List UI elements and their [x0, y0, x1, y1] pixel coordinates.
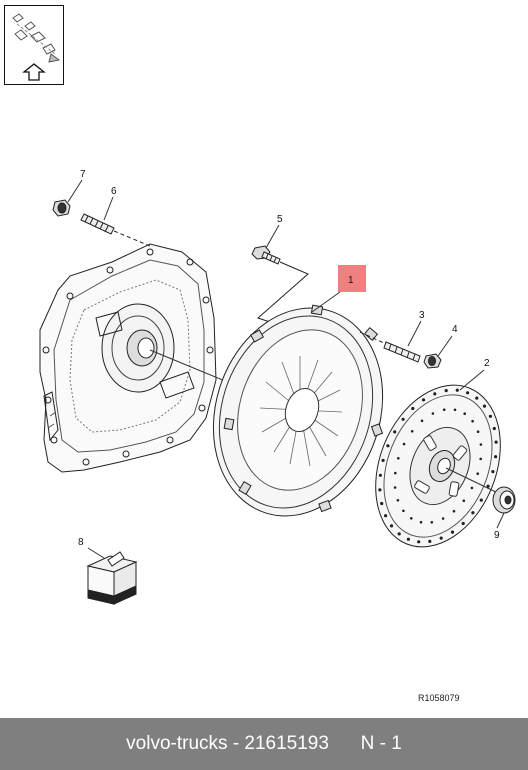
footer-brand: volvo-trucks [126, 733, 228, 754]
disc-rivet [488, 414, 492, 418]
pressure-plate [212, 291, 384, 517]
disc-rivet [397, 532, 401, 536]
disc-rivet [463, 412, 467, 416]
footer-separator: - [227, 733, 245, 754]
disc-rivet [389, 524, 394, 528]
disc-rivet [393, 486, 397, 489]
disc-rivet [450, 530, 455, 534]
disc-rivet [442, 408, 446, 412]
disc-rivet [417, 540, 421, 544]
disc-rivet [494, 440, 498, 444]
disc-rivet [378, 488, 382, 492]
view-direction-badge-icon [4, 5, 64, 85]
disc-rivet [455, 388, 459, 392]
callout-4: 4 [452, 324, 458, 335]
footer-bar: volvo-trucks - 21615193 N - 1 [0, 718, 528, 770]
disc-rivet [433, 392, 437, 396]
disc-rivet [401, 417, 405, 421]
disc-rivet [476, 430, 480, 434]
flange-nut [423, 353, 442, 369]
disc-rivet [380, 501, 384, 506]
callout-labels: 7 6 5 1 3 4 2 8 9 [67, 169, 500, 548]
exploded-clutch-diagram: 7 6 5 1 3 4 2 8 9 [39, 169, 516, 605]
disc-rivet [475, 396, 479, 400]
callout-5: 5 [277, 214, 283, 225]
disc-rivet [462, 499, 466, 503]
disc-rivet [470, 486, 474, 490]
kit-box [86, 547, 138, 605]
pilot-bearing [492, 486, 516, 529]
disc-rivet [381, 458, 385, 462]
disc-rivet [479, 457, 483, 461]
callout-1: 1 [348, 275, 354, 286]
disc-rivet [452, 509, 456, 513]
stud [80, 213, 151, 247]
disc-rivet [410, 517, 413, 520]
disc-rivet [471, 419, 474, 423]
disc-rivet [393, 430, 397, 434]
callout-6: 6 [111, 186, 117, 197]
callout-3: 3 [419, 310, 425, 321]
clutch-disc [375, 369, 501, 548]
disc-rivet [479, 498, 483, 502]
callout-7: 7 [80, 169, 86, 180]
disc-rivet [453, 408, 457, 412]
disc-rivet [406, 537, 410, 541]
guide-stud [359, 331, 421, 363]
clutch-housing [39, 243, 243, 473]
footer-gap [329, 733, 361, 755]
disc-rivet [397, 457, 400, 460]
disc-rivet [410, 430, 414, 433]
footer-position-code: N - 1 [360, 733, 402, 754]
callout-1-highlight [338, 265, 366, 292]
disc-rivet [396, 499, 400, 502]
disc-rivet [482, 404, 487, 408]
disc-rivet [421, 398, 426, 402]
disc-rivet [394, 471, 397, 475]
disc-rivet [411, 406, 415, 411]
bolt [251, 245, 309, 323]
disc-rivet [444, 389, 448, 393]
disc-rivet [428, 539, 432, 544]
footer-part-number: 21615193 [244, 733, 329, 754]
disc-rivet [471, 511, 475, 515]
callout-2: 2 [484, 358, 490, 369]
callout-8: 8 [78, 537, 84, 548]
disc-rivet [466, 391, 470, 395]
disc-rivet [431, 412, 435, 415]
disc-rivet [384, 514, 388, 518]
disc-rivet [479, 443, 483, 446]
disc-rivet [491, 470, 495, 474]
disc-rivet [494, 455, 498, 459]
disc-rivet [386, 444, 390, 448]
disc-rivet [419, 520, 423, 524]
nut [52, 199, 71, 217]
disc-rivet [476, 472, 480, 476]
disc-rivet [486, 484, 490, 488]
diagram-reference-code: R1058079 [418, 693, 460, 703]
disc-rivet [430, 521, 434, 524]
disc-rivet [402, 442, 406, 446]
disc-rivet [420, 419, 424, 423]
disc-rivet [461, 521, 465, 526]
disc-rivet [439, 536, 443, 540]
disc-rivet [402, 509, 405, 513]
disc-rivet [378, 473, 382, 477]
callout-9: 9 [494, 530, 500, 541]
disc-rivet [492, 426, 496, 431]
disc-rivet [441, 517, 445, 520]
